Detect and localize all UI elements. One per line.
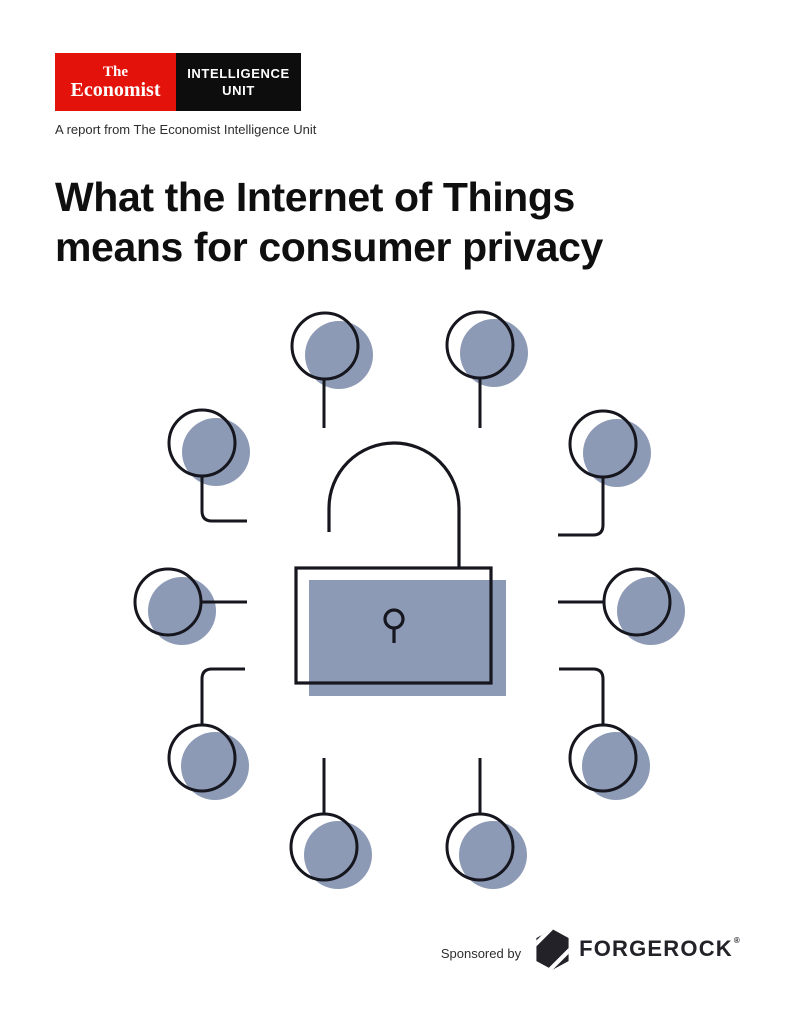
- padlock-body-accent: [309, 580, 506, 696]
- iot-device-node: [558, 409, 651, 537]
- padlock-body-outline: [294, 566, 493, 685]
- report-title-line1: What the Internet of Things: [55, 174, 575, 220]
- iot-device-node: [167, 667, 249, 800]
- iot-device-node: [290, 311, 373, 428]
- iot-device-node: [289, 758, 372, 889]
- node-accent-circle: [459, 821, 527, 889]
- padlock-shackle: [327, 441, 461, 568]
- node-connector-line: [200, 667, 245, 725]
- economist-logo-line1: The: [102, 63, 128, 80]
- iot-device-node: [133, 567, 247, 645]
- report-title-line2: means for consumer privacy: [55, 224, 603, 270]
- padlock-icon: [294, 441, 506, 696]
- report-tagline: A report from The Economist Intelligence…: [55, 122, 317, 137]
- intelligence-unit-line1: INTELLIGENCE: [187, 66, 290, 81]
- sponsored-by-label: Sponsored by: [440, 945, 522, 961]
- iot-device-node: [167, 408, 250, 523]
- economist-logo-line2: Economist: [70, 78, 161, 101]
- node-accent-circle: [582, 732, 650, 800]
- node-accent-circle: [181, 732, 249, 800]
- economist-intelligence-unit-logo: The Economist INTELLIGENCE UNIT: [55, 53, 301, 111]
- node-connector-line: [558, 477, 605, 537]
- report-title: What the Internet of Things means for co…: [55, 172, 603, 272]
- forgerock-name: FORGEROCK: [579, 936, 733, 961]
- registered-trademark-mark: ®: [733, 936, 741, 945]
- forgerock-wordmark: FORGEROCK ®: [579, 936, 740, 962]
- forgerock-logo-icon: [534, 928, 571, 971]
- sponsor-row: Sponsored by FORGEROCK ®: [441, 926, 740, 972]
- node-connector-line: [200, 476, 247, 523]
- iot-device-node: [558, 567, 685, 645]
- intelligence-unit-logo: INTELLIGENCE UNIT: [176, 53, 301, 111]
- iot-device-node: [445, 758, 527, 889]
- intelligence-unit-line2: UNIT: [222, 83, 255, 98]
- iot-device-node: [559, 667, 650, 800]
- iot-device-node: [445, 310, 528, 428]
- node-connector-line: [559, 667, 605, 725]
- economist-logo: The Economist: [55, 53, 176, 111]
